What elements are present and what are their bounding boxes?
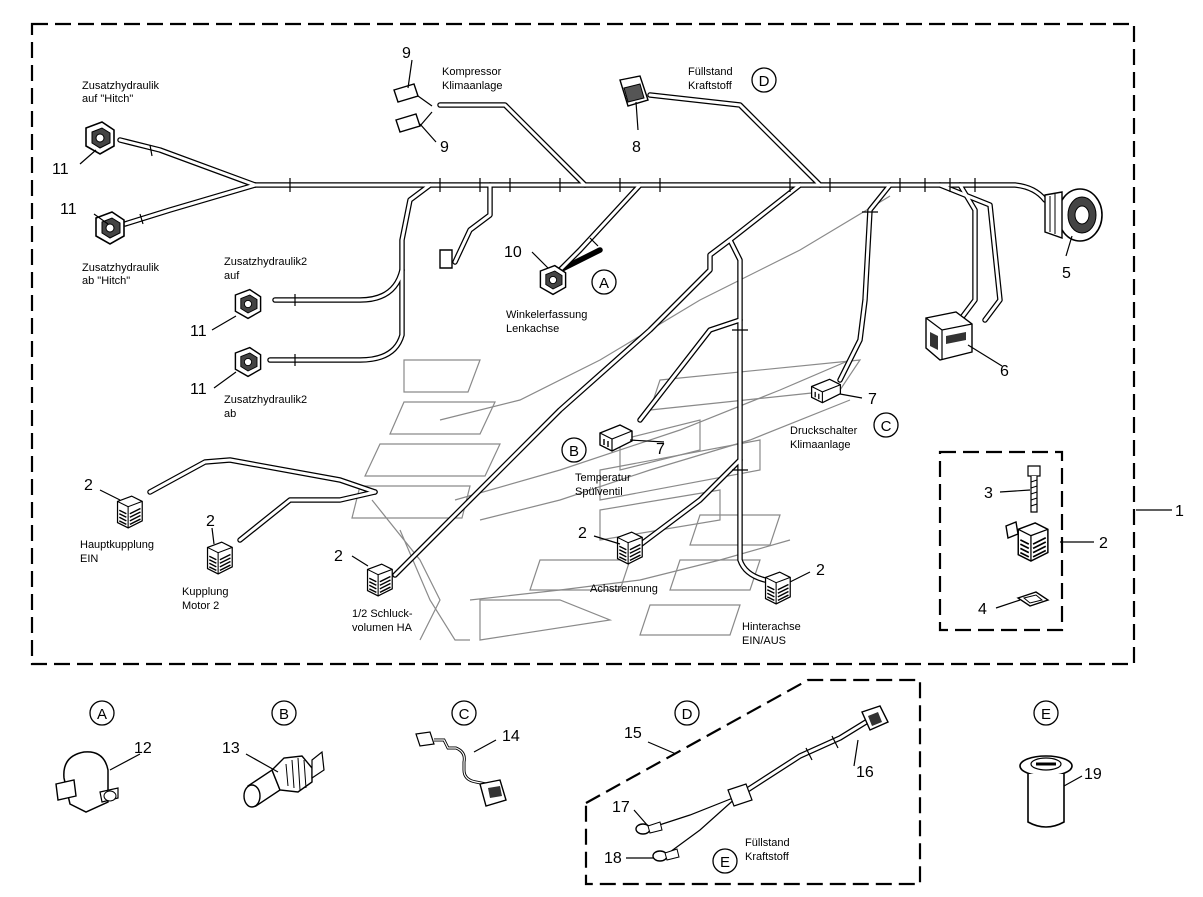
label-druckschalter-2: Klimaanlage	[790, 439, 851, 451]
callout-19: 19	[1084, 766, 1102, 783]
callout-11-zus2-ab: 11	[190, 381, 207, 398]
label-kupplung-motor-1: Kupplung	[182, 586, 229, 598]
label-fuellstand-top-1: Füllstand	[688, 66, 733, 78]
label-zusatzhydraulik-hitch-auf-1: Zusatzhydraulik	[82, 80, 160, 92]
callout-6: 6	[1000, 363, 1009, 380]
fuel-sender-cable-icon	[635, 705, 889, 862]
leader-lines	[79, 59, 1172, 859]
label-fuellstand-top-2: Kraftstoff	[688, 80, 733, 92]
letter-b-detail: B	[279, 706, 289, 723]
letter-a-detail: A	[97, 706, 107, 723]
label-kompressor-2: Klimaanlage	[442, 80, 503, 92]
callout-16: 16	[856, 764, 874, 781]
seal-4-icon	[1016, 591, 1050, 607]
angle-sensor-12-icon	[55, 751, 119, 813]
label-temperatur-2: Spülventil	[575, 486, 623, 498]
label-achstrennung: Achstrennung	[590, 583, 658, 595]
label-hauptkupplung-2: EIN	[80, 553, 98, 565]
callout-2-detail: 2	[1099, 535, 1108, 552]
label-fuellstand-bottom-1: Füllstand	[745, 837, 790, 849]
callout-11-hitch-auf: 11	[52, 161, 69, 178]
callout-9-top: 9	[402, 45, 411, 62]
label-zusatzhydraulik-hitch-ab-1: Zusatzhydraulik	[82, 262, 160, 274]
label-winkelerfassung-1: Winkelerfassung	[506, 309, 587, 321]
label-zusatzhydraulik2-auf-2: auf	[224, 270, 240, 282]
round-connector-5-icon	[1044, 188, 1103, 242]
letter-e-sub: E	[720, 854, 730, 871]
callout-7-temperatur: 7	[656, 441, 665, 458]
detail-box-2	[938, 450, 1064, 632]
letter-c-detail: C	[459, 706, 470, 723]
label-zusatzhydraulik-hitch-auf-2: auf "Hitch"	[82, 93, 133, 105]
letter-c-main: C	[881, 418, 892, 435]
callout-13: 13	[222, 740, 240, 757]
wire-harness	[117, 92, 1048, 583]
callout-9-bottom: 9	[440, 139, 449, 156]
component-labels: Zusatzhydraulik auf "Hitch" Zusatzhydrau…	[80, 66, 858, 863]
callout-2-schluckvolumen: 2	[334, 548, 343, 565]
callout-17: 17	[612, 799, 630, 816]
label-zusatzhydraulik2-ab-1: Zusatzhydraulik2	[224, 394, 307, 406]
callout-10: 10	[504, 244, 522, 261]
label-temperatur-1: Temperatur	[575, 472, 631, 484]
callout-12: 12	[134, 740, 152, 757]
pressure-switch-14-icon	[415, 731, 507, 807]
temperature-sensor-13-icon	[243, 750, 325, 808]
letter-d-main: D	[759, 73, 770, 90]
label-zusatzhydraulik-hitch-ab-2: ab "Hitch"	[82, 275, 130, 287]
callout-11-zus2-auf: 11	[190, 323, 207, 340]
label-zusatzhydraulik2-auf-1: Zusatzhydraulik2	[224, 256, 307, 268]
letter-b-main: B	[569, 443, 579, 460]
label-kupplung-motor-2: Motor 2	[182, 600, 219, 612]
label-zusatzhydraulik2-ab-2: ab	[224, 408, 236, 420]
callout-5: 5	[1062, 265, 1071, 282]
bolt-3-icon	[1027, 465, 1041, 513]
label-schluckvolumen-1: 1/2 Schluck-	[352, 608, 413, 620]
connectors	[85, 75, 1103, 605]
label-schluckvolumen-2: volumen HA	[352, 622, 413, 634]
label-hinterachse-1: Hinterachse	[742, 621, 801, 633]
detail-box-d	[584, 678, 922, 886]
label-winkelerfassung-2: Lenkachse	[506, 323, 559, 335]
callout-2-hauptkupplung: 2	[84, 477, 93, 494]
callout-2-hinterachse: 2	[816, 562, 825, 579]
letter-e-detail: E	[1041, 706, 1051, 723]
label-druckschalter-1: Druckschalter	[790, 425, 858, 437]
callout-11-hitch-ab: 11	[60, 201, 77, 218]
relay-socket-6-icon	[925, 311, 973, 361]
callout-2-kupplung-motor: 2	[206, 513, 215, 530]
fuel-gauge-sender-19-icon	[1019, 755, 1073, 828]
callout-4: 4	[978, 601, 987, 618]
callout-2-achstrennung: 2	[578, 525, 587, 542]
label-hinterachse-2: EIN/AUS	[742, 635, 786, 647]
callout-8: 8	[632, 139, 641, 156]
callout-14: 14	[502, 728, 520, 745]
callout-7-druckschalter: 7	[868, 391, 877, 408]
letter-a-main: A	[599, 275, 609, 292]
label-kompressor-1: Kompressor	[442, 66, 502, 78]
callout-18: 18	[604, 850, 622, 867]
callout-3: 3	[984, 485, 993, 502]
callout-1: 1	[1175, 503, 1184, 520]
letter-d-detail: D	[682, 706, 693, 723]
label-fuellstand-bottom-2: Kraftstoff	[745, 851, 790, 863]
circled-letters: A B C D A B C D E E	[89, 67, 1059, 874]
tractor-frame-outline	[351, 195, 891, 641]
label-hauptkupplung-1: Hauptkupplung	[80, 539, 154, 551]
callout-15: 15	[624, 725, 642, 742]
callout-numbers: 1 2 2 2 2 2 2 3 4 5 6 7 7 8 9 9 10 11 11…	[52, 45, 1184, 867]
